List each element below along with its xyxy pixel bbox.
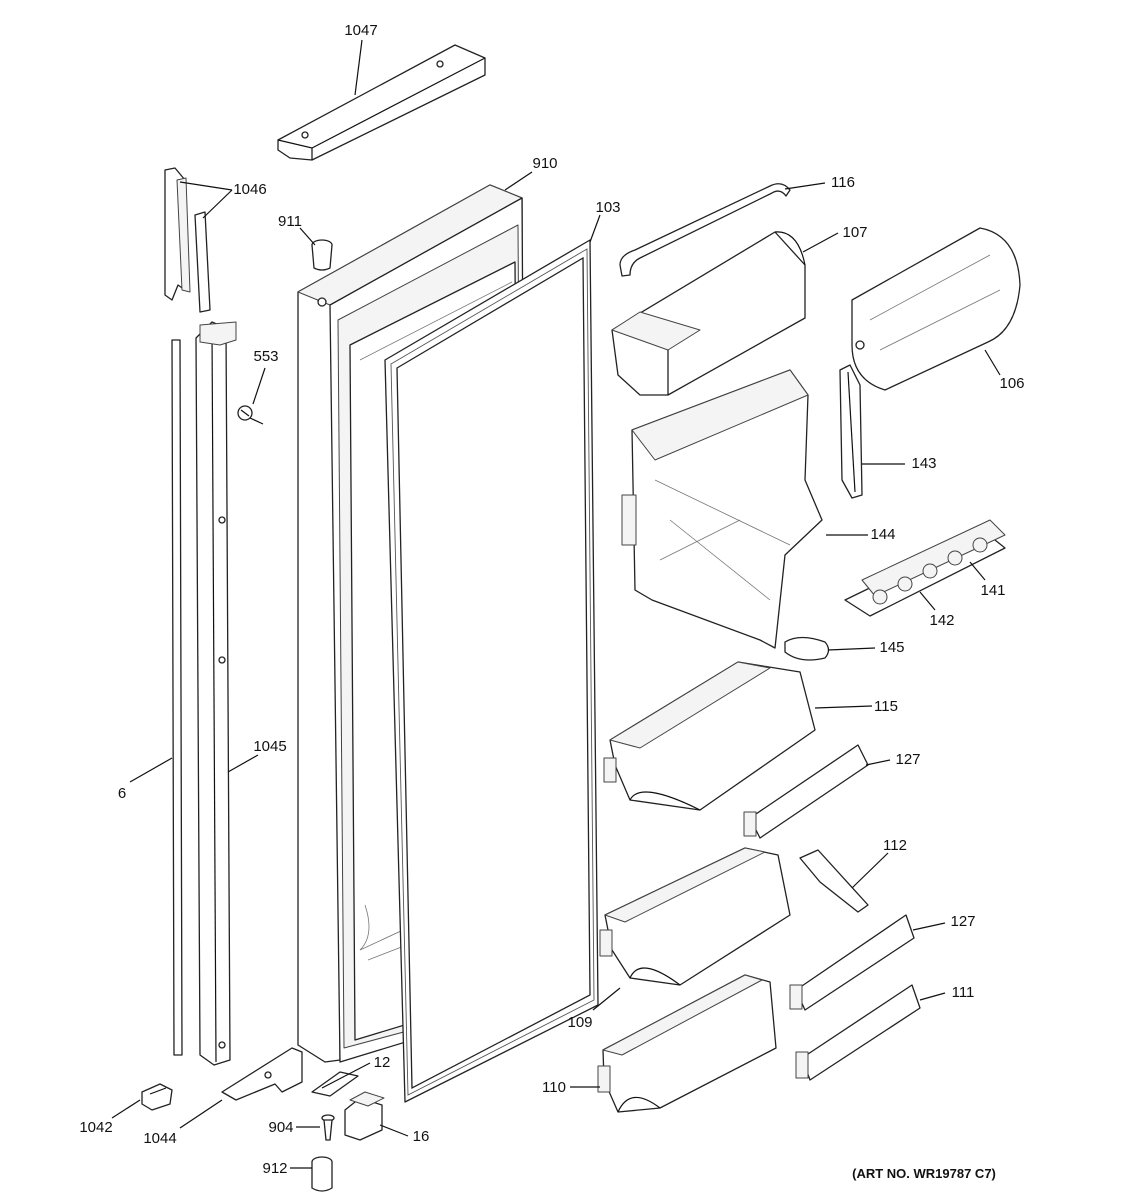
callout-142: 142 <box>929 612 954 629</box>
callout-911: 911 <box>278 213 302 230</box>
callout-144: 144 <box>870 526 895 543</box>
callout-145: 145 <box>879 639 904 656</box>
callout-115: 115 <box>874 698 898 715</box>
callout-127-lower: 127 <box>950 913 975 930</box>
callout-1044: 1044 <box>143 1130 176 1147</box>
egg-cups <box>872 537 988 605</box>
callout-labels: 1047 910 1046 911 103 116 107 553 106 14… <box>79 22 1024 1177</box>
part-111-panel <box>795 984 921 1081</box>
part-145-pod <box>784 636 830 661</box>
part-110-bin <box>597 974 777 1113</box>
callout-110: 110 <box>542 1079 566 1096</box>
callout-127-upper: 127 <box>895 751 920 768</box>
part-912-pin <box>311 1156 333 1192</box>
callout-1047: 1047 <box>344 22 377 39</box>
part-112-clip <box>799 849 869 913</box>
callout-111: 111 <box>952 984 975 1001</box>
callout-109: 109 <box>567 1014 592 1031</box>
part-6-rod <box>171 339 183 1056</box>
callout-904: 904 <box>268 1119 293 1136</box>
part-109-bin <box>599 847 791 986</box>
part-115-bin <box>603 661 816 811</box>
part-127-lower <box>789 914 915 1011</box>
callout-141: 141 <box>980 582 1005 599</box>
leader-lines <box>111 39 1001 1169</box>
callout-1045: 1045 <box>253 738 286 755</box>
part-103-gasket <box>384 239 599 1103</box>
art-number: (ART NO. WR19787 C7) <box>852 1166 996 1181</box>
callout-16: 16 <box>413 1128 430 1145</box>
part-16-bracket <box>344 1091 385 1141</box>
part-107-bin <box>611 231 806 396</box>
callout-553: 553 <box>253 348 278 365</box>
callout-6: 6 <box>118 785 126 802</box>
callout-112: 112 <box>883 837 907 854</box>
part-911-bushing <box>311 239 333 271</box>
callout-910: 910 <box>532 155 557 172</box>
part-1046-channels <box>164 167 211 313</box>
callout-1042: 1042 <box>79 1119 112 1136</box>
part-1042-clip <box>141 1083 173 1111</box>
part-144-dispenser <box>621 369 823 649</box>
part-1047-hinge-cover <box>277 44 486 161</box>
part-106-dairy-cover <box>851 227 1021 391</box>
callout-116: 116 <box>831 174 855 191</box>
callout-106: 106 <box>999 375 1024 392</box>
part-141-142-trays <box>844 519 1006 617</box>
part-553-screw <box>237 405 264 425</box>
callout-1046: 1046 <box>233 181 266 198</box>
callout-912: 912 <box>262 1160 287 1177</box>
callout-103: 103 <box>595 199 620 216</box>
part-904-screw <box>321 1114 335 1141</box>
callout-12: 12 <box>374 1054 391 1071</box>
part-1044-bracket <box>221 1047 303 1101</box>
part-1045-trim <box>195 321 237 1066</box>
callout-143: 143 <box>911 455 936 472</box>
callout-107: 107 <box>842 224 867 241</box>
part-12-plate <box>311 1071 359 1097</box>
part-143-trim <box>839 364 863 499</box>
part-116-cover <box>619 183 791 277</box>
